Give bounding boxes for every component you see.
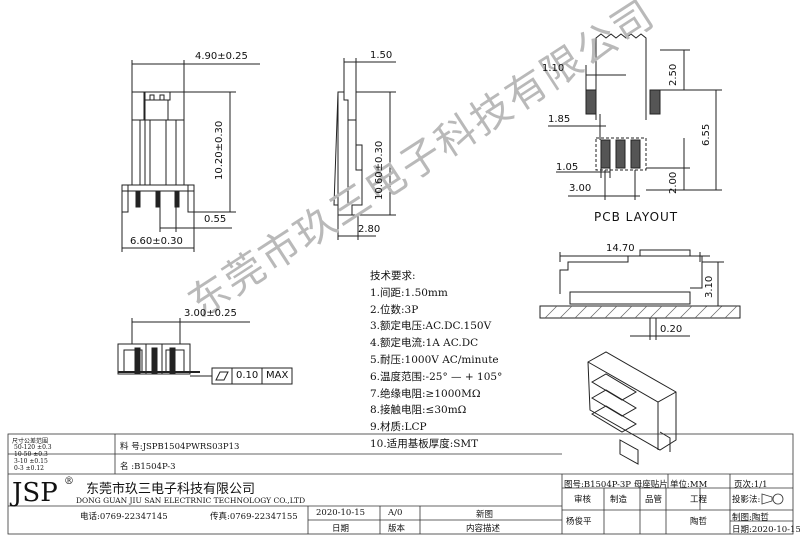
part-number: 料 号:JSPB1504PWRS03P13: [120, 442, 240, 452]
make-label: 制造: [610, 495, 628, 505]
pcb-small-pad-label: 1.05: [556, 162, 579, 173]
bottom-view: [117, 318, 293, 385]
side-top-label: 1.50: [370, 50, 393, 61]
column-date: 日期: [332, 524, 350, 534]
section-offset-label: 0.20: [660, 324, 683, 335]
phone-number: 电话:0769-22347145: [80, 512, 168, 522]
side-view: [333, 58, 396, 240]
section-view: [539, 249, 741, 340]
requirements-title: 技术要求:: [370, 270, 416, 282]
tolerance-title: 尺寸公差范围: [12, 438, 49, 445]
registered-mark: ®: [64, 476, 74, 487]
part-name: 名 :B1504P-3: [120, 462, 176, 472]
pcb-pitch-label: 3.00: [569, 183, 592, 194]
front-pin-label: 0.55: [204, 214, 227, 225]
fax-number: 传真:0769-22347155: [210, 512, 298, 522]
revision-date: 2020-10-15: [316, 508, 366, 518]
requirement-item: 6.温度范围:-25° — + 105°: [370, 370, 503, 383]
quality-label: 品管: [645, 495, 663, 505]
requirement-item: 9.材质:LCP: [370, 421, 427, 434]
requirement-item: 5.耐压:1000V AC/minute: [370, 353, 499, 366]
reviewer-name: 杨俊平: [566, 517, 592, 527]
technical-requirements: 技术要求: 1.间距:1.50mm 2.位数:3P 3.额定电压:AC.DC.1…: [370, 268, 502, 453]
drafter: 制图:陶哲: [732, 513, 769, 523]
side-height-label: 10.60±0.30: [374, 140, 385, 200]
company-name-cn: 东莞市玖三电子科技有限公司: [86, 482, 256, 497]
flatness-value: 0.10: [236, 370, 259, 381]
front-base-label: 6.60±0.30: [130, 236, 183, 247]
pcb-height-label: 6.55: [701, 123, 712, 146]
engineer-name: 陶哲: [690, 517, 708, 527]
requirement-item: 3.额定电压:AC.DC.150V: [370, 320, 492, 333]
requirement-item: 4.额定电流:1A AC.DC: [370, 337, 479, 350]
requirement-item: 2.位数:3P: [370, 303, 419, 316]
review-label: 审核: [574, 495, 592, 505]
unit: 单位:MM: [670, 480, 708, 490]
bottom-width-label: 3.00±0.25: [184, 308, 237, 319]
company-name-en: DONG GUAN JIU SAN ELECTRNIC TECHNOLOGY C…: [76, 496, 306, 505]
flatness-max: MAX: [266, 370, 289, 381]
requirement-item: 1.间距:1.50mm: [370, 286, 448, 299]
pcb-bottom-label: 2.00: [668, 171, 679, 194]
drawing-number: 图号:B1504P-3P 母座贴片: [564, 480, 668, 490]
section-width-label: 14.70: [606, 243, 635, 254]
front-view: [121, 60, 260, 252]
tolerance-row: 10-50 ±0.3: [14, 451, 48, 458]
tolerance-row: 0-3 ±0.12: [14, 465, 44, 472]
pcb-pad-width-label: 1.10: [542, 63, 565, 74]
section-height-label: 3.10: [704, 275, 715, 298]
pcb-layout: [548, 33, 722, 200]
front-height-label: 10.20±0.30: [214, 120, 225, 180]
column-content: 内容描述: [466, 524, 501, 534]
front-width-label: 4.90±0.25: [195, 51, 248, 62]
revision-content: 新图: [476, 510, 494, 520]
requirement-item: 10.适用基板厚度:SMT: [370, 437, 479, 450]
pcb-layout-title: PCB LAYOUT: [594, 210, 679, 224]
column-version: 版本: [388, 524, 406, 534]
tolerance-row: 50-120 ±0.3: [14, 444, 52, 451]
pcb-gap-label: 1.85: [548, 114, 571, 125]
side-base-label: 2.80: [358, 224, 381, 235]
pcb-top-label: 2.50: [668, 63, 679, 86]
engineering-label: 工程: [690, 495, 708, 505]
page-count: 页次:1/1: [734, 480, 768, 490]
requirement-item: 7.绝缘电阻:≥1000MΩ: [370, 387, 481, 400]
drawing-date: 日期:2020-10-15: [732, 525, 800, 535]
title-block: [7, 433, 794, 535]
projection-label: 投影法:: [732, 495, 761, 505]
company-logo: JSP: [12, 478, 58, 508]
connector-3d-view: [587, 351, 677, 465]
revision-version: A/0: [388, 508, 403, 518]
tolerance-row: 3-10 ±0.15: [14, 458, 48, 465]
requirement-item: 8.接触电阻:≤30mΩ: [370, 404, 467, 417]
